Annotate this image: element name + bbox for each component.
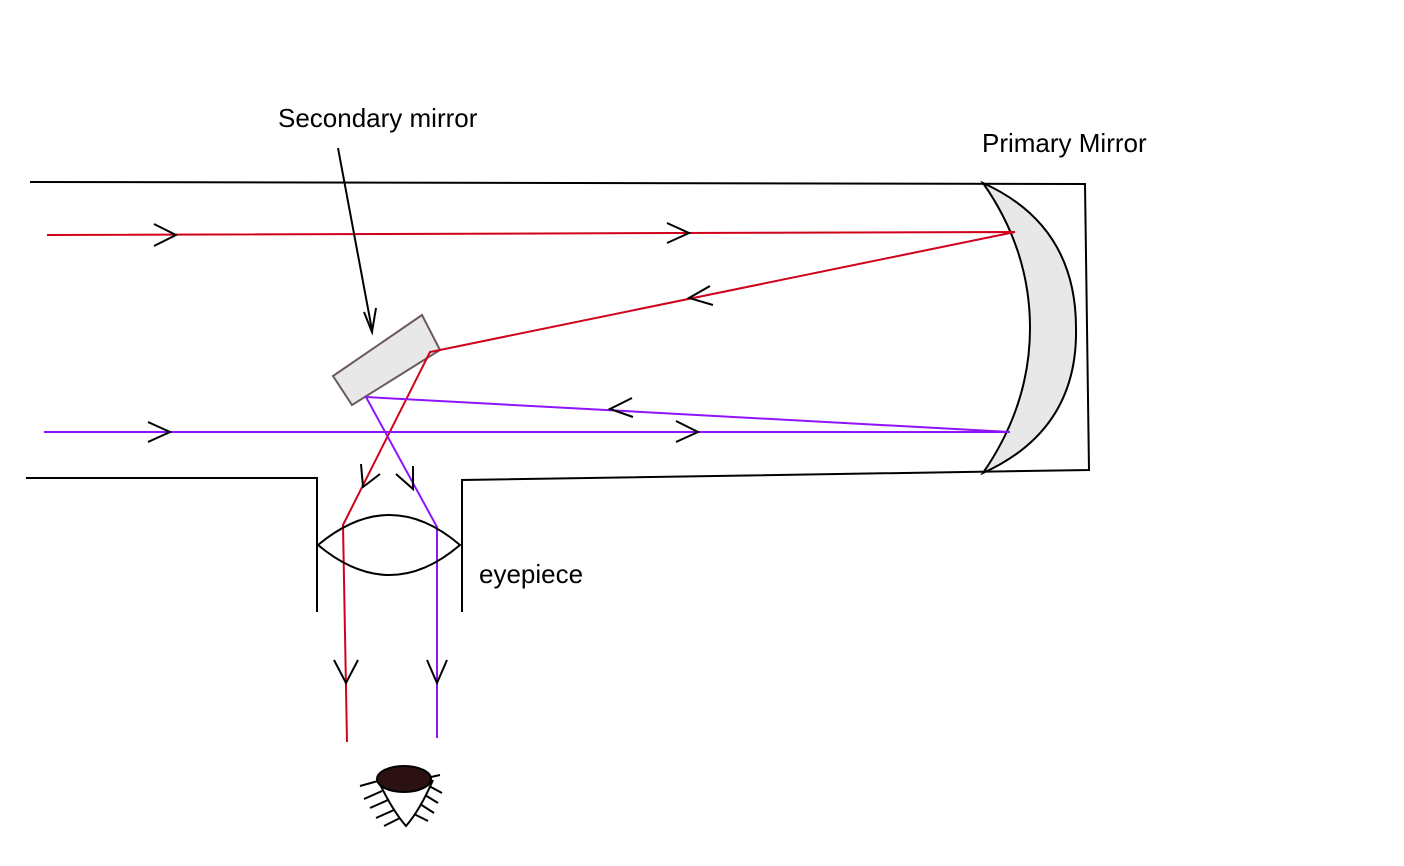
arrowheads xyxy=(147,147,714,686)
ray-red xyxy=(46,231,1016,743)
eyepiece-label: eyepiece xyxy=(479,559,583,589)
arrowhead-icon xyxy=(426,659,448,686)
ray-purple xyxy=(44,395,1011,738)
primary-mirror xyxy=(980,180,1078,476)
eye-icon xyxy=(359,765,443,828)
tube-top-wall xyxy=(29,181,1091,612)
arrowhead-icon xyxy=(147,421,173,443)
secondary-mirror-label: Secondary mirror xyxy=(278,103,478,133)
arrowhead-icon xyxy=(686,285,714,306)
arrowhead-icon xyxy=(666,222,692,244)
arrowhead-icon xyxy=(607,397,634,418)
telescope-tube xyxy=(26,181,1091,612)
arrowhead-icon xyxy=(395,466,414,492)
arrowhead-icon xyxy=(360,463,381,489)
ray-purple-path xyxy=(44,395,1011,738)
tube-bottom-wall xyxy=(26,477,318,612)
arrowhead-icon xyxy=(333,659,359,686)
arrowhead-icon xyxy=(153,223,179,247)
secondary-mirror xyxy=(331,313,442,407)
secondary-label-pointer xyxy=(337,147,373,331)
ray-red-path xyxy=(46,231,1016,743)
primary-mirror-label: Primary Mirror xyxy=(982,128,1147,158)
arrowhead-icon xyxy=(675,420,701,443)
eyepiece-lens xyxy=(316,514,462,576)
pointer-arrowhead-icon xyxy=(363,307,377,336)
